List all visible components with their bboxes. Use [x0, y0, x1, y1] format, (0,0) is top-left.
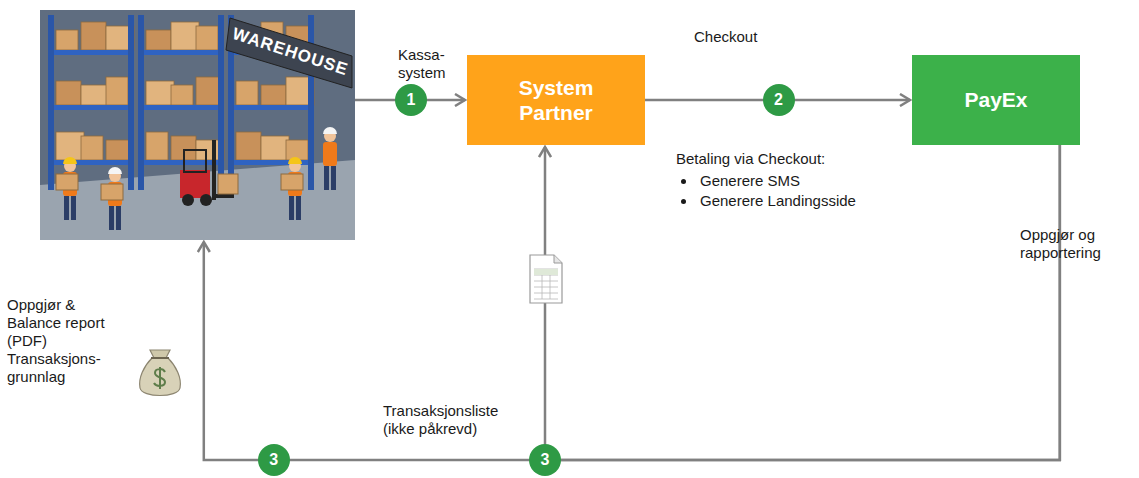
- callout-number: 3: [529, 444, 561, 476]
- flow-arrow: [545, 145, 1060, 460]
- flow-label: Kassa- system: [398, 46, 460, 82]
- bullet-dot: [681, 179, 686, 184]
- flow-label: Checkout: [694, 28, 804, 46]
- callout-number: 1: [395, 84, 427, 116]
- node-title: System Partner: [501, 75, 611, 125]
- flow-label: Oppgjør og rapportering: [1020, 226, 1125, 262]
- bullet-text: Generere SMS: [700, 172, 900, 190]
- callout-number: 2: [763, 84, 795, 116]
- node-title: PayEx: [964, 87, 1027, 112]
- flow-label: Transaksjons- grunnlag: [7, 350, 117, 386]
- warehouse-picture: [40, 10, 355, 240]
- flow-label: Oppgjør & Balance report (PDF): [7, 296, 105, 350]
- left-text-column: Oppgjør & Balance report (PDF)Transaksjo…: [7, 296, 122, 386]
- note-text: Betaling via Checkout:: [676, 150, 896, 168]
- money-bag-icon: [140, 350, 181, 396]
- flow-label: Transaksjonsliste (ikke påkrevd): [383, 402, 518, 438]
- process-box: System Partner: [467, 55, 645, 145]
- warehouse-illustration: WAREHOUSE: [40, 10, 355, 240]
- bullet-dot: [681, 199, 686, 204]
- bullet-text: Generere Landingsside: [700, 192, 900, 210]
- process-box: PayEx: [912, 55, 1080, 145]
- callout-number: 3: [258, 444, 290, 476]
- spreadsheet-icon: [530, 255, 562, 303]
